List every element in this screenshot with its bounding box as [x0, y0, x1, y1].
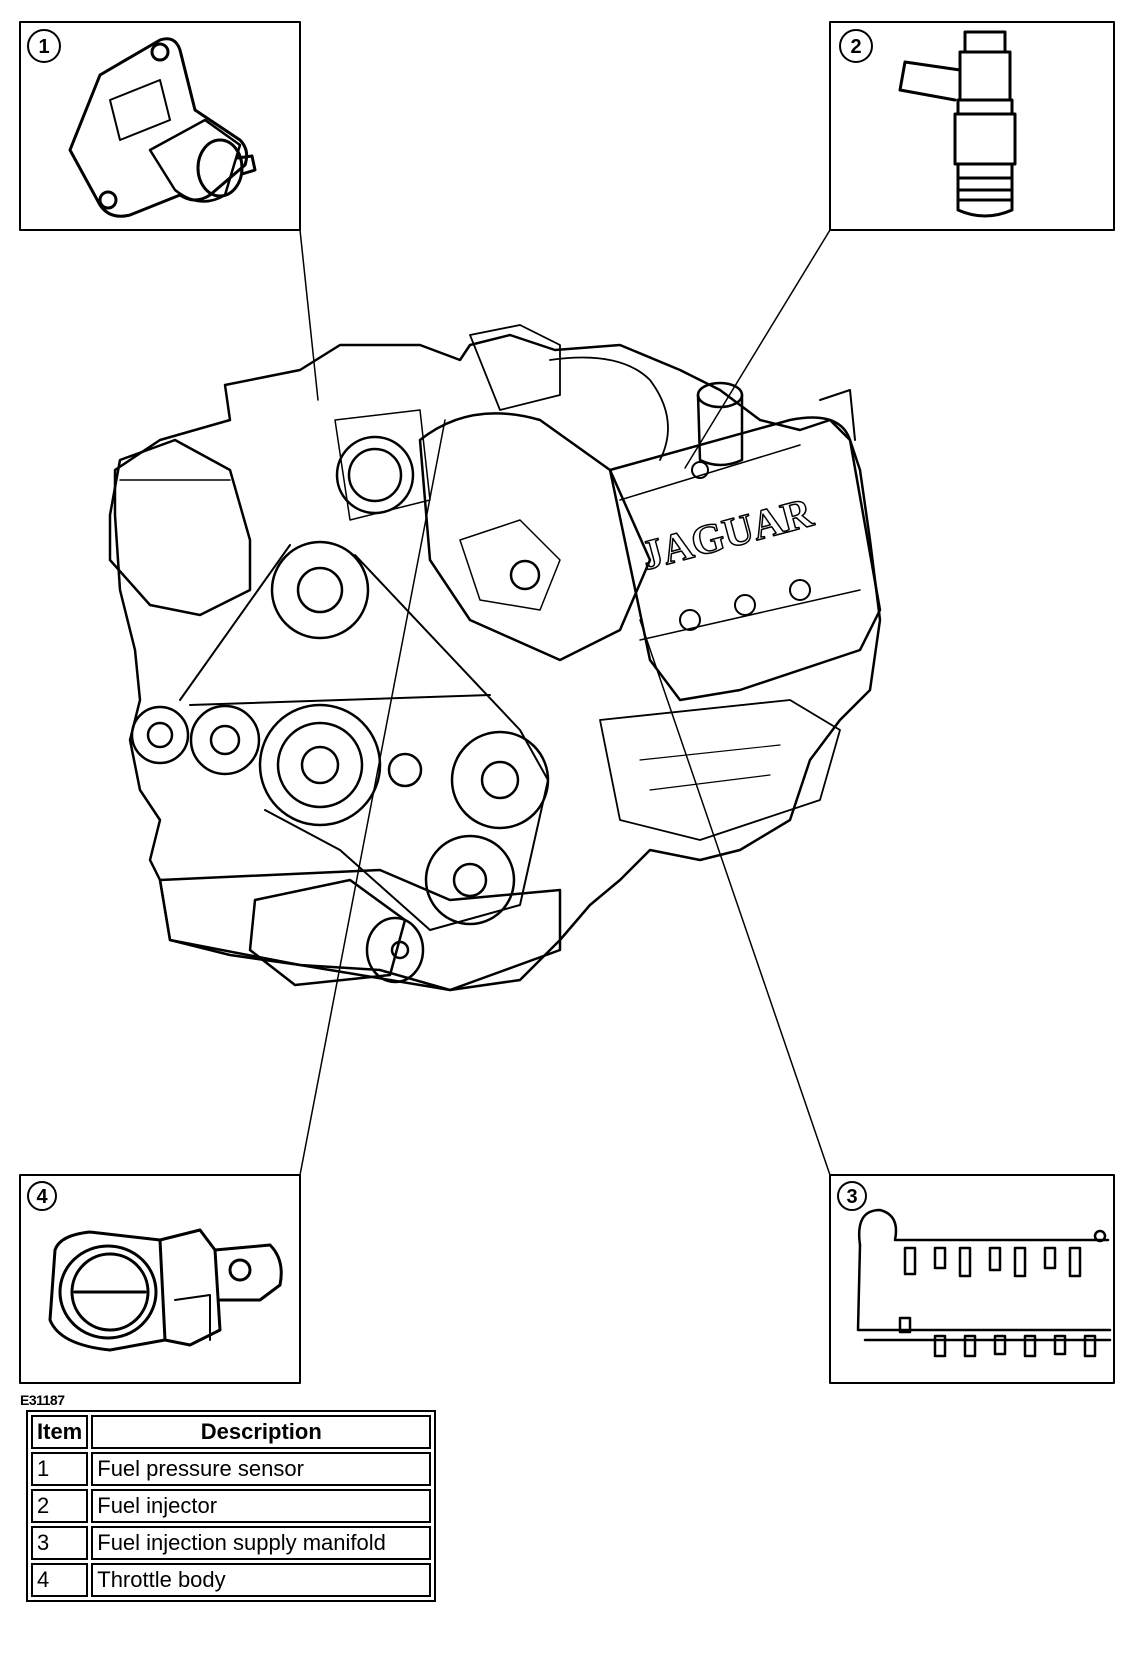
legend-header-item: Item [31, 1415, 89, 1449]
leader-line-3 [639, 619, 831, 1176]
legend-item-description: Throttle body [91, 1563, 432, 1597]
fuel-injector-illustration [898, 30, 1017, 218]
drive-belt [179, 544, 549, 931]
callout-number-4: 4 [36, 1186, 48, 1208]
injector-cups-bottom [898, 1316, 1097, 1358]
callout-number-1-circle [27, 29, 61, 63]
engine-throttle-body [334, 409, 431, 521]
figure-code: E31187 [20, 1392, 65, 1408]
table-row: 1 Fuel pressure sensor [31, 1452, 432, 1486]
leader-line-4 [299, 419, 446, 1176]
legend-item-number: 4 [31, 1563, 89, 1597]
oil-filler-cap [696, 381, 744, 467]
callout-number-3: 3 [846, 1186, 857, 1208]
callout-box-1: 1 [19, 21, 301, 231]
leader-line-2 [684, 229, 831, 469]
fuel-pressure-sensor-illustration [68, 37, 257, 218]
callout-number-2: 2 [850, 36, 861, 58]
engine-illustration [108, 324, 882, 992]
table-row: 4 Throttle body [31, 1563, 432, 1597]
callout-number-4-circle [27, 1181, 57, 1211]
throttle-body-illustration [48, 1228, 283, 1352]
table-row: 2 Fuel injector [31, 1489, 432, 1523]
fuel-rail-illustration [856, 1208, 1112, 1358]
callout-box-2: 2 [829, 21, 1115, 231]
legend-header-row: Item Description [31, 1415, 432, 1449]
table-row: 3 Fuel injection supply manifold [31, 1526, 432, 1560]
cam-cover-bolts [679, 461, 811, 631]
legend-item-description: Fuel pressure sensor [91, 1452, 432, 1486]
oil-filter [248, 878, 425, 987]
legend-item-description: Fuel injector [91, 1489, 432, 1523]
callout-number-1: 1 [38, 36, 49, 58]
accessory-pulleys [130, 540, 550, 926]
callout-box-4: 4 [19, 1174, 301, 1384]
legend-header-description: Description [91, 1415, 432, 1449]
engine-logo-text: JAGUAR [637, 490, 819, 580]
callout-number-3-circle [837, 1181, 867, 1211]
leader-line-1 [299, 229, 319, 401]
injector-cups-top [903, 1246, 1082, 1278]
leader-lines [299, 229, 831, 1176]
legend-item-number: 3 [31, 1526, 89, 1560]
callout-box-3: 3 [829, 1174, 1115, 1384]
callout-number-2-circle [839, 29, 873, 63]
legend-item-number: 1 [31, 1452, 89, 1486]
legend-item-number: 2 [31, 1489, 89, 1523]
legend-item-description: Fuel injection supply manifold [91, 1526, 432, 1560]
legend-table: Item Description 1 Fuel pressure sensor … [26, 1410, 437, 1602]
